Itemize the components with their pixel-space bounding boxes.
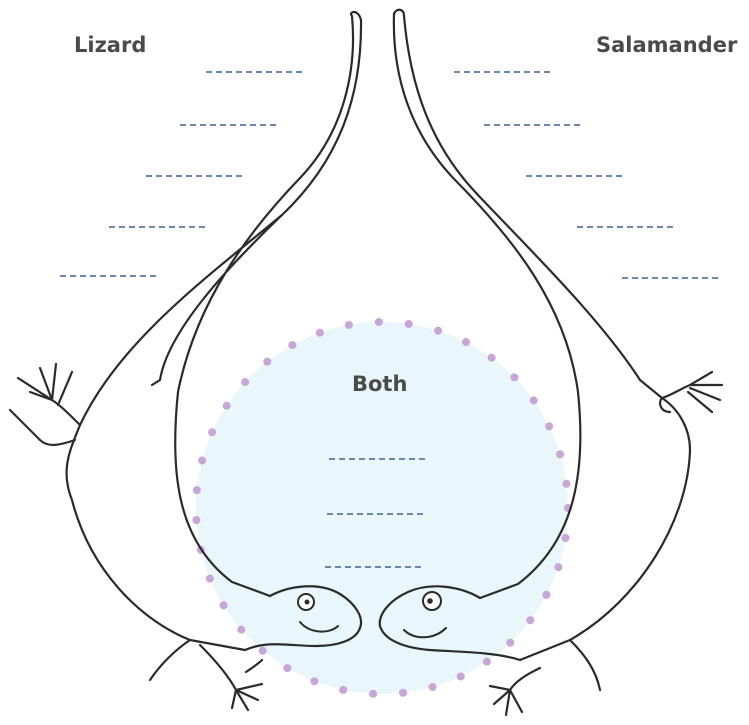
lizard-pupil: [305, 600, 310, 605]
both-label: Both: [352, 372, 407, 396]
salamander-front-leg: [660, 372, 722, 412]
salamander-blank-5[interactable]: [622, 277, 718, 279]
lizard-blank-1[interactable]: [206, 71, 302, 73]
salamander-label: Salamander: [596, 33, 737, 57]
salamander-pupil: [427, 598, 433, 604]
salamander-blank-2[interactable]: [484, 124, 580, 126]
both-blank-1[interactable]: [329, 458, 425, 460]
salamander-blank-3[interactable]: [526, 175, 622, 177]
lizard-label: Lizard: [74, 33, 146, 57]
lizard-blank-2[interactable]: [180, 124, 276, 126]
lizard-blank-5[interactable]: [60, 275, 156, 277]
salamander-back-leg: [490, 640, 600, 715]
both-blank-2[interactable]: [327, 513, 423, 515]
salamander-blank-4[interactable]: [577, 226, 673, 228]
lizard-front-leg: [10, 364, 80, 445]
lizard-blank-3[interactable]: [146, 175, 242, 177]
salamander-blank-1[interactable]: [454, 71, 550, 73]
both-blank-3[interactable]: [325, 566, 421, 568]
lizard-blank-4[interactable]: [109, 226, 205, 228]
